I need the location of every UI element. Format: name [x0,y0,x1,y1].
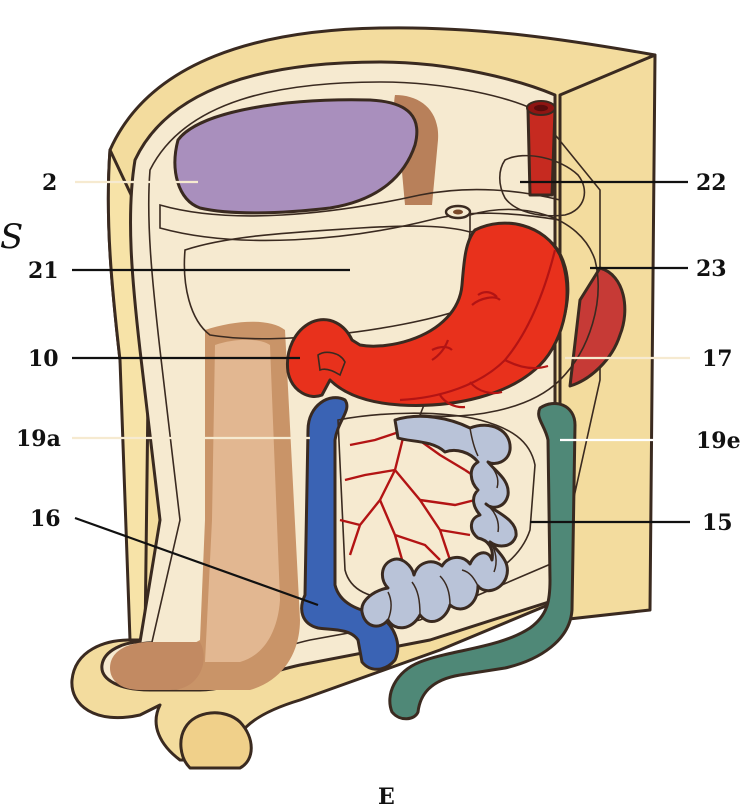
corner-letter: S [0,217,23,257]
label-10: 10 [28,346,59,372]
hindgut-loop [110,642,204,690]
label-22: 22 [696,170,727,196]
label-15: 15 [702,510,733,536]
spinal-canal-lumen [453,210,463,215]
label-19a: 19a [16,426,61,452]
label-23: 23 [696,256,727,282]
label-17: 17 [702,346,733,372]
figure-caption: E [378,784,395,810]
label-2: 2 [42,170,57,196]
label-21: 21 [28,258,59,284]
label-16: 16 [30,506,61,532]
label-19e: 19e [696,428,741,454]
posterior-wall-brown-light [205,340,280,662]
tail-bud [181,713,251,768]
aorta-lumen [534,105,548,111]
